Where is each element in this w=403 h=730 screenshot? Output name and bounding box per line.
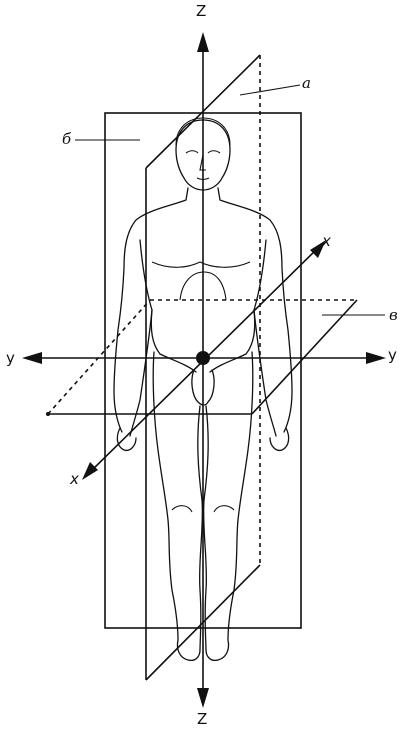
- figure-hand-left: [116, 427, 137, 452]
- z-axis-label-top: Z: [196, 2, 206, 20]
- z-axis-label-bottom: Z: [197, 710, 207, 728]
- figure-knee-left: [171, 505, 193, 513]
- origin-point: [196, 351, 210, 365]
- horizontal-plane-left-edge-hidden: [47, 299, 151, 415]
- x-axis-arrow-bottom: [82, 462, 98, 480]
- figure-leg-right-outer: [205, 351, 254, 662]
- y-axis-label-left: y: [6, 349, 15, 367]
- x-axis-label-bottom: x: [69, 470, 79, 488]
- figure-chest: [151, 261, 251, 268]
- figure-leg-inner: [197, 405, 204, 651]
- z-axis: [197, 32, 209, 708]
- figure-torso-right: [217, 187, 293, 433]
- human-figure: [113, 117, 293, 662]
- figure-leg-inner-right: [202, 405, 209, 651]
- x-axis-label-top: x: [321, 232, 331, 250]
- horizontal-plane-corner-dot: [46, 412, 50, 416]
- figure-hand-right: [269, 427, 290, 452]
- figure-inner-arm-right: [253, 239, 277, 437]
- plane-label-b: б: [62, 130, 72, 148]
- figure-abdomen: [179, 271, 227, 301]
- figure-hip-right: [209, 309, 256, 373]
- horizontal-plane-right-edge: [251, 299, 358, 415]
- figure-torso-left: [113, 187, 189, 433]
- y-axis-arrow-left: [22, 352, 42, 364]
- y-axis-arrow-right: [366, 352, 386, 364]
- figure-eye-right: [207, 150, 221, 154]
- figure-inner-arm-left: [129, 239, 153, 437]
- z-axis-arrow-top: [197, 32, 209, 52]
- figure-knee-right: [213, 505, 235, 513]
- figure-nose: [199, 154, 206, 171]
- plane-label-a: a: [302, 74, 311, 92]
- plane-label-v: в: [389, 306, 398, 324]
- figure-leg-left-outer: [152, 351, 201, 662]
- y-axis-label-right: y: [388, 346, 397, 364]
- z-axis-arrow-bottom: [197, 688, 209, 708]
- x-axis-arrow-top: [310, 240, 326, 258]
- figure-eye-left: [185, 150, 199, 154]
- figure-hip-left: [150, 309, 197, 373]
- leader-line-a: [239, 84, 301, 96]
